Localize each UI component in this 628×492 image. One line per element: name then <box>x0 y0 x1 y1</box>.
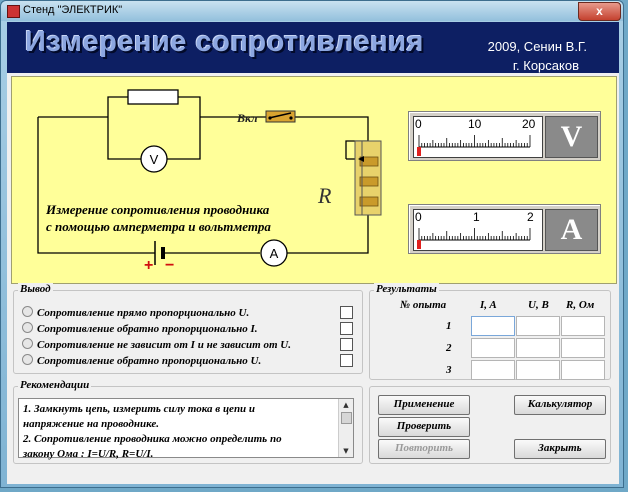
ammeter-tick-1: 1 <box>473 210 480 224</box>
recommendations-title: Рекомендации <box>18 379 92 391</box>
conclusion-option-1[interactable]: Сопротивление прямо пропорционально U. <box>22 306 249 320</box>
conclusion-option-4[interactable]: Сопротивление обратно пропорционально U. <box>22 354 261 368</box>
conclusion-checkbox-1[interactable] <box>340 306 353 319</box>
row-number-3: 3 <box>446 364 452 376</box>
radio-button[interactable] <box>22 354 33 365</box>
conclusion-option-3[interactable]: Сопротивление не зависит от I и не завис… <box>22 338 291 352</box>
col-header-resistance: R, Ом <box>566 299 595 311</box>
voltmeter-symbol: V <box>140 145 168 173</box>
conclusion-checkbox-2[interactable] <box>340 322 353 335</box>
cell-resistance-1[interactable] <box>561 316 605 336</box>
circuit-stage: V A + − <box>11 76 617 284</box>
scroll-up-icon[interactable]: ▲ <box>343 401 349 409</box>
conclusion-checkbox-3[interactable] <box>340 338 353 351</box>
conclusion-title: Вывод <box>18 283 53 295</box>
voltmeter-needle <box>417 147 421 156</box>
cell-voltage-1[interactable] <box>516 316 560 336</box>
ammeter-needle <box>417 240 421 249</box>
voltmeter-tick-0: 0 <box>415 117 422 131</box>
recommendations-textbox[interactable]: 1. Замкнуть цепь, измерить силу тока в ц… <box>18 398 354 460</box>
close-window-button[interactable]: x <box>578 2 621 21</box>
row-number-2: 2 <box>446 342 452 354</box>
client-area: Измерение сопротивления 2009, Сенин В.Г.… <box>7 22 619 484</box>
recommendations-scrollbar[interactable]: ▲ ▼ <box>338 399 353 457</box>
ammeter-tick-2: 2 <box>527 210 534 224</box>
col-header-voltage: U, B <box>528 299 549 311</box>
voltmeter-scale: 0 10 20 <box>413 116 543 158</box>
voltmeter-tick-20: 20 <box>522 117 536 131</box>
ammeter-letter: A <box>545 209 598 251</box>
scroll-down-icon[interactable]: ▼ <box>343 447 349 455</box>
radio-button[interactable] <box>22 306 33 317</box>
calculator-button[interactable]: Калькулятор <box>514 395 606 415</box>
row-number-1: 1 <box>446 320 452 332</box>
conclusion-option-2[interactable]: Сопротивление обратно пропорционально I. <box>22 322 258 336</box>
ammeter-scale: 0 1 2 <box>413 209 543 251</box>
cell-voltage-2[interactable] <box>516 338 560 358</box>
header-banner: Измерение сопротивления 2009, Сенин В.Г.… <box>7 22 619 73</box>
page-title: Измерение сопротивления <box>25 26 424 58</box>
recommendations-group: Рекомендации 1. Замкнуть цепь, измерить … <box>13 379 363 464</box>
cell-current-2[interactable] <box>471 338 515 358</box>
voltmeter-dial <box>417 135 531 156</box>
experiment-description: Измерение сопротивления проводника с пом… <box>46 202 271 234</box>
app-icon <box>7 5 20 18</box>
battery-symbol <box>154 241 165 265</box>
results-group: Результаты № опыта I, A U, B R, Ом 1 2 3 <box>369 283 611 380</box>
apply-button[interactable]: Применение <box>378 395 470 415</box>
radio-button[interactable] <box>22 338 33 349</box>
cell-current-1[interactable] <box>471 316 515 336</box>
window-title: Стенд "ЭЛЕКТРИК" <box>23 4 123 16</box>
resistor-symbol <box>127 89 179 105</box>
close-button[interactable]: Закрыть <box>514 439 606 459</box>
repeat-button[interactable]: Повторить <box>378 439 470 459</box>
voltmeter-tick-10: 10 <box>468 117 482 131</box>
voltmeter-panel: 0 10 20 V <box>408 111 601 161</box>
buttons-group: Применение Проверить Повторить Калькулят… <box>369 386 611 464</box>
resistor-label: R <box>318 183 332 208</box>
rheostat-symbol <box>354 140 382 216</box>
cell-voltage-3[interactable] <box>516 360 560 380</box>
radio-button[interactable] <box>22 322 33 333</box>
results-title: Результаты <box>374 283 439 295</box>
battery-plus: + <box>144 257 153 274</box>
col-header-current: I, A <box>480 299 497 311</box>
author-name: 2009, Сенин В.Г. <box>487 39 587 54</box>
ammeter-panel: 0 1 2 A <box>408 204 601 254</box>
scroll-thumb[interactable] <box>341 412 352 424</box>
check-button[interactable]: Проверить <box>378 417 470 437</box>
author-city: г. Корсаков <box>512 58 579 73</box>
battery-minus: − <box>165 257 174 274</box>
ammeter-tick-0: 0 <box>415 210 422 224</box>
title-bar[interactable]: Стенд "ЭЛЕКТРИК" x <box>1 1 623 21</box>
conclusion-group: Вывод Сопротивление прямо пропорциональн… <box>13 283 363 374</box>
conclusion-checkbox-4[interactable] <box>340 354 353 367</box>
ammeter-symbol-letter: A <box>270 246 279 261</box>
voltmeter-letter: V <box>545 116 598 158</box>
switch-label: Вкл <box>237 111 258 125</box>
cell-current-3[interactable] <box>471 360 515 380</box>
voltmeter-symbol-letter: V <box>150 152 159 167</box>
cell-resistance-3[interactable] <box>561 360 605 380</box>
switch-symbol <box>265 110 296 123</box>
col-header-trial: № опыта <box>400 299 447 311</box>
cell-resistance-2[interactable] <box>561 338 605 358</box>
ammeter-dial <box>417 228 531 249</box>
recommendations-text: 1. Замкнуть цепь, измерить силу тока в ц… <box>23 403 282 460</box>
ammeter-symbol: A <box>260 239 288 267</box>
circuit-diagram: V A + − <box>37 89 382 274</box>
